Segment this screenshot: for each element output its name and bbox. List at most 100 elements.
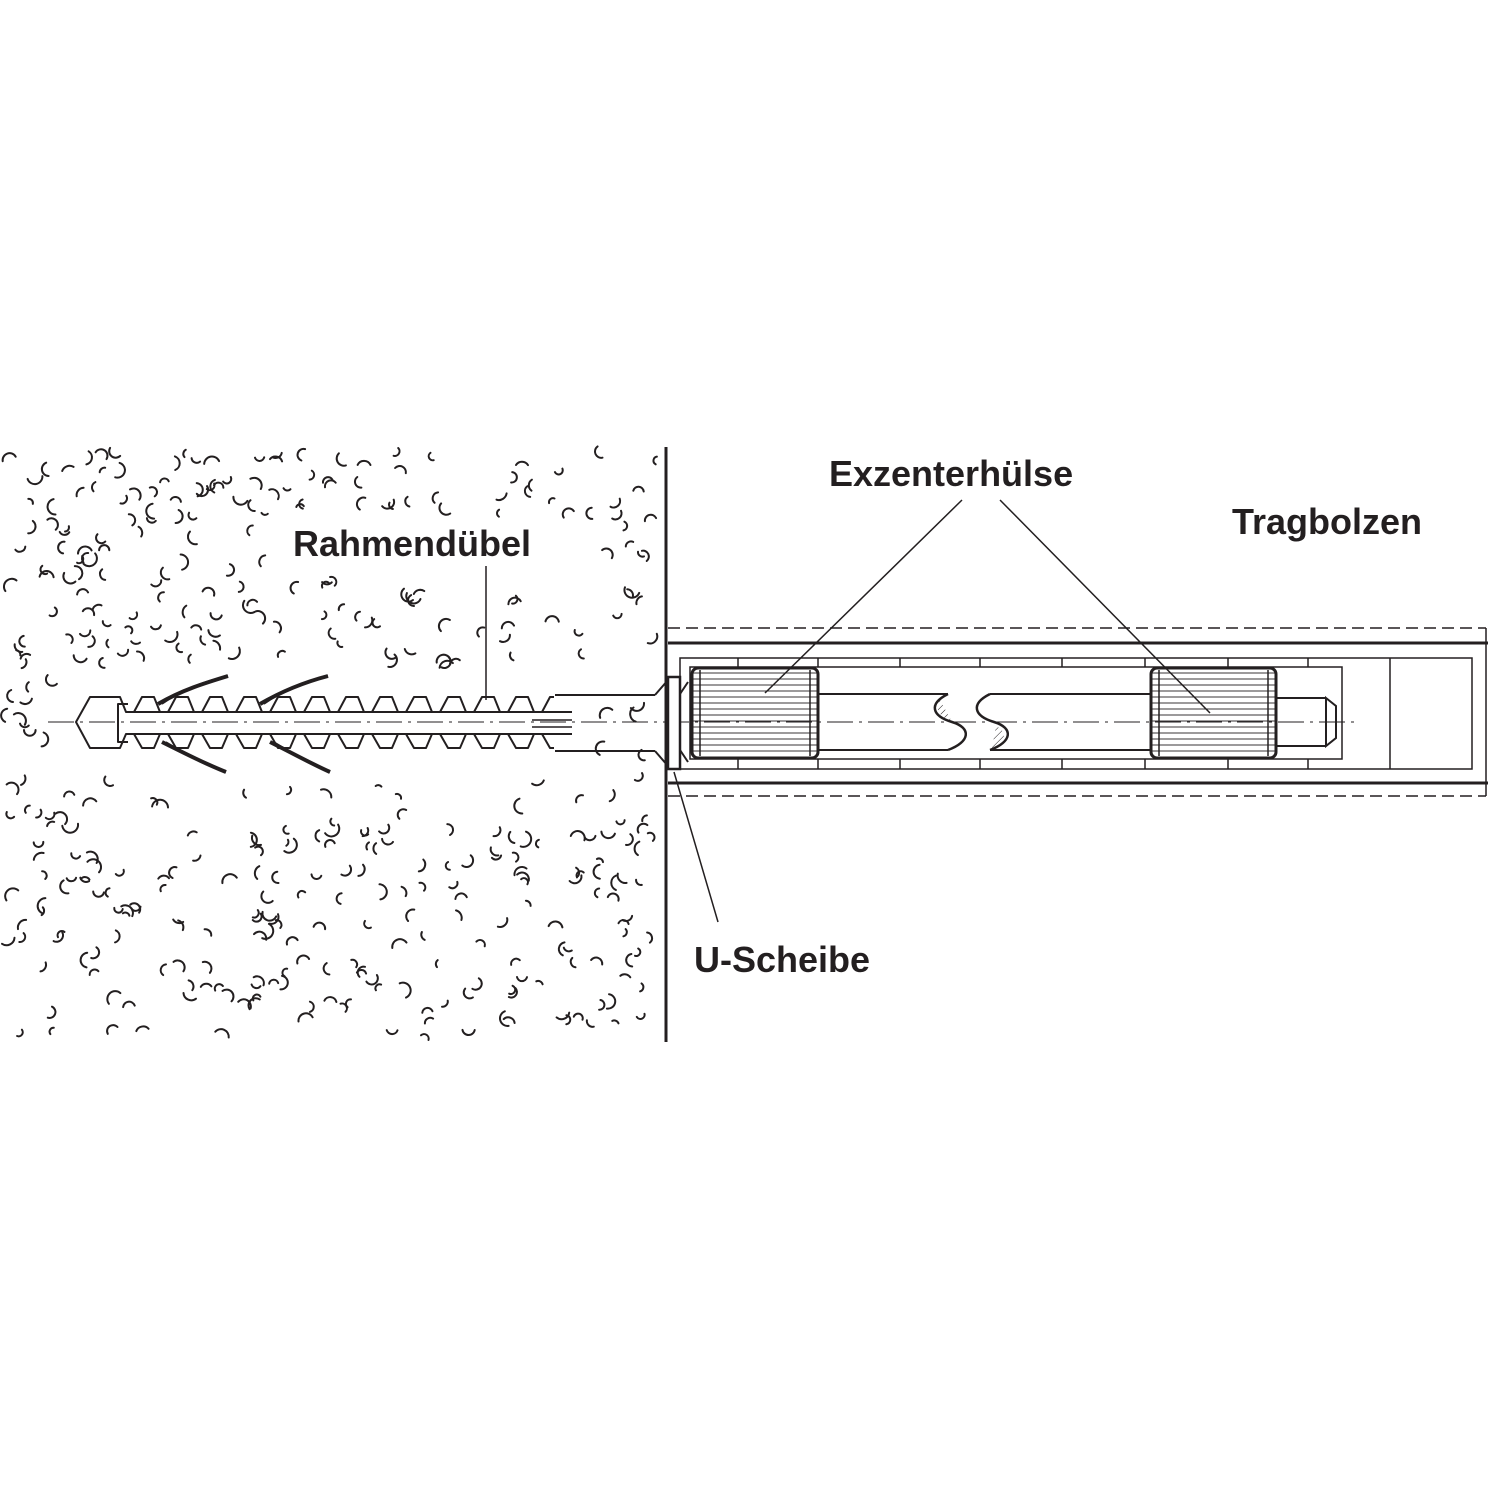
masonry-speck <box>6 689 14 703</box>
masonry-speck <box>15 649 22 657</box>
label-tragbolzen: Tragbolzen <box>1232 501 1423 542</box>
masonry-speck <box>371 618 381 629</box>
masonry-speck <box>116 648 130 657</box>
masonry-speck <box>605 993 617 1010</box>
masonry-speck <box>637 550 645 558</box>
masonry-speck <box>423 1016 435 1025</box>
masonry-speck <box>114 868 125 877</box>
masonry-speck <box>254 456 266 462</box>
masonry-speck <box>420 931 426 941</box>
masonry-speck <box>615 819 626 826</box>
masonry-speck <box>73 565 84 581</box>
masonry-speck <box>225 563 236 577</box>
masonry-speck <box>492 826 502 838</box>
masonry-speck <box>39 564 49 576</box>
masonry-speck <box>462 987 474 1000</box>
masonry-speck <box>4 887 20 902</box>
masonry-speck <box>296 447 307 462</box>
masonry-speck <box>150 797 159 806</box>
masonry-speck <box>417 858 427 873</box>
masonry-speck <box>25 681 30 693</box>
masonry-speck <box>575 794 584 804</box>
masonry-speck <box>58 530 71 536</box>
masonry-speck <box>46 1005 57 1019</box>
masonry-speck <box>35 808 43 819</box>
masonry-speck <box>572 1012 584 1021</box>
masonry-speck <box>623 586 641 599</box>
masonry-speck <box>87 635 96 648</box>
masonry-speck <box>1 936 16 947</box>
masonry-speck <box>320 610 328 621</box>
masonry-speck <box>199 982 213 988</box>
masonry-speck <box>385 1029 399 1036</box>
masonry-speck <box>201 960 213 974</box>
masonry-speck <box>350 958 359 969</box>
masonry-speck <box>569 830 586 842</box>
masonry-speck <box>54 811 68 826</box>
masonry-speck <box>508 984 517 996</box>
masonry-speck <box>441 999 449 1008</box>
masonry-speck <box>268 978 280 985</box>
masonry-speck <box>617 919 630 925</box>
masonry-speck <box>296 889 307 899</box>
masonry-speck <box>515 460 529 467</box>
masonry-speck <box>172 918 185 925</box>
masonry-speck <box>633 772 644 782</box>
masonry-speck <box>173 455 181 471</box>
masonry-speck <box>446 823 455 836</box>
masonry-speck <box>45 674 58 687</box>
masonry-speck <box>113 906 124 914</box>
masonry-speck <box>365 841 370 851</box>
masonry-speck <box>339 1002 348 1013</box>
masonry-speck <box>297 1012 314 1023</box>
masonry-speck <box>119 494 128 505</box>
masonry-speck <box>40 906 46 917</box>
masonry-speck <box>610 874 618 891</box>
masonry-speck <box>241 599 256 614</box>
masonry-speck <box>249 476 263 490</box>
masonry-speck <box>145 517 157 524</box>
masonry-speck <box>285 785 293 796</box>
masonry-speck <box>77 545 93 555</box>
masonry-speck <box>598 999 606 1011</box>
masonry-speck <box>221 873 238 885</box>
masonry-speck <box>590 956 604 966</box>
masonry-speck <box>251 993 262 1002</box>
masonry-speck <box>90 946 101 960</box>
masonry-speck <box>448 880 459 890</box>
masonry-speck <box>40 461 50 477</box>
masonry-speck <box>46 517 59 531</box>
masonry-speck <box>129 902 142 914</box>
masonry-speck <box>75 486 85 498</box>
masonry-speck <box>104 887 111 898</box>
masonry-speck <box>296 954 311 965</box>
masonry-speck <box>27 497 34 505</box>
masonry-speck <box>624 540 635 548</box>
masonry-speck <box>427 451 435 462</box>
masonry-speck <box>85 450 93 466</box>
masonry-speck <box>507 596 522 606</box>
masonry-speck <box>79 951 89 969</box>
masonry-speck <box>337 603 346 612</box>
masonry-speck <box>232 495 249 506</box>
masonry-speck <box>70 852 82 860</box>
masonry-speck <box>209 478 216 494</box>
masonry-speck <box>516 871 530 882</box>
masonry-speck <box>172 959 186 973</box>
masonry-speck <box>513 865 528 877</box>
masonry-speck <box>573 629 584 637</box>
masonry-speck <box>272 620 282 634</box>
masonry-speck <box>561 507 575 519</box>
masonry-speck <box>246 524 254 537</box>
masonry-speck <box>137 525 144 538</box>
masonry-speck <box>20 774 27 786</box>
masonry-speck <box>381 498 396 510</box>
masonry-speck <box>182 992 197 1002</box>
masonry-speck <box>76 555 85 565</box>
masonry-speck <box>336 640 344 648</box>
masonry-speck <box>268 488 280 501</box>
masonry-speck <box>601 547 614 560</box>
masonry-speck <box>271 870 280 884</box>
masonry-speck <box>145 502 156 520</box>
masonry-speck <box>247 997 261 1011</box>
